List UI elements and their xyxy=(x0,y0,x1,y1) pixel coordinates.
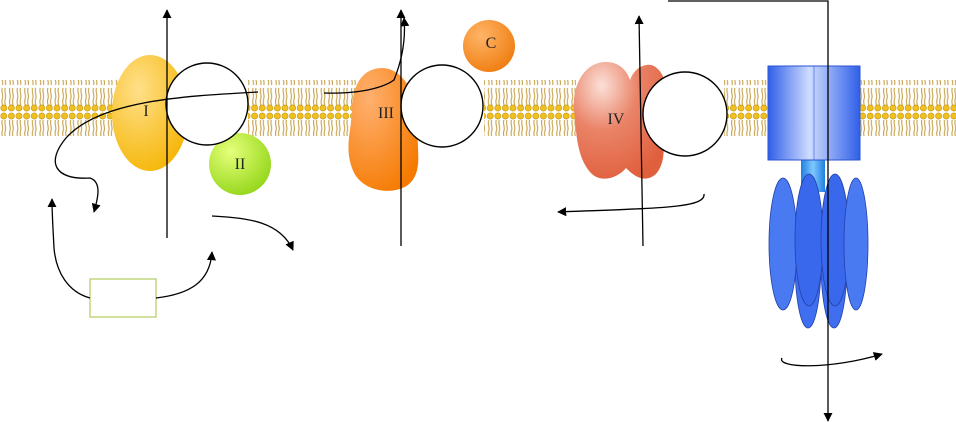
cytochrome-c-label: C xyxy=(486,35,497,52)
complex-1-label: I xyxy=(143,103,148,120)
complex-4-blank-circle xyxy=(642,71,728,157)
membrane-segment-1-3 xyxy=(248,80,356,136)
atp-synthase xyxy=(767,65,869,329)
arrows xyxy=(47,0,883,422)
membrane-segment-4-5 xyxy=(724,80,768,136)
membrane xyxy=(0,80,956,136)
atp-synthase-subunit-2 xyxy=(794,173,824,307)
membrane-segment-left xyxy=(0,80,118,136)
electron-path-complex-1 xyxy=(54,91,259,213)
box-right-arrow xyxy=(155,251,216,299)
complex-3-label: III xyxy=(378,105,394,122)
complex-2-shape xyxy=(209,133,271,195)
membrane-segment-right xyxy=(860,80,956,136)
complex-1-shape xyxy=(112,55,188,171)
complex-2-output-arrow xyxy=(211,215,294,251)
empty-label-box xyxy=(89,278,157,318)
box-left-arrow xyxy=(47,198,91,299)
complex-4-shape xyxy=(573,62,668,179)
proton-return-arrow-atp-synthase xyxy=(668,0,833,422)
rotation-arrow-atp-synthase xyxy=(781,352,883,367)
complex-1-blank-circle xyxy=(165,62,249,146)
complex-4-output-arrow xyxy=(557,193,705,217)
electron-input-complex-3 xyxy=(323,17,410,94)
complex-3-blank-circle xyxy=(400,64,484,148)
atp-synthase-subunit-4 xyxy=(843,177,869,311)
complex-4-label: IV xyxy=(608,111,625,128)
atp-synthase-subunit-1 xyxy=(768,177,798,311)
cytochrome-c-shape xyxy=(463,20,515,72)
membrane-segment-3-4 xyxy=(484,80,576,136)
complex-2-label: II xyxy=(235,156,246,173)
proton-arrow-complex-4 xyxy=(634,15,644,247)
